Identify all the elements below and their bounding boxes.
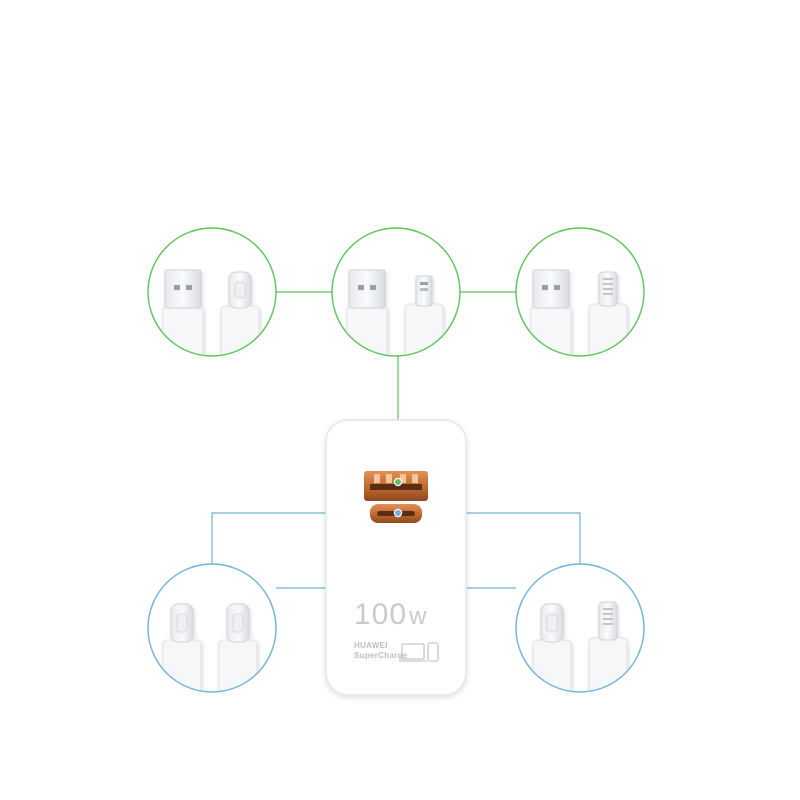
usb-a-icon xyxy=(346,269,388,355)
cable-option-usb-c-to-lightning xyxy=(515,563,645,693)
usb-a-icon xyxy=(162,269,204,355)
charger-body xyxy=(325,419,467,696)
usb-c-port-dot xyxy=(393,508,403,518)
cable-option-usb-a-to-micro-usb xyxy=(331,227,461,357)
cable-option-usb-a-to-usb-c xyxy=(147,227,277,357)
usb-a-port-dot xyxy=(393,477,403,487)
cable-option-usb-c-to-usb-c xyxy=(147,563,277,693)
usb-a-port xyxy=(364,471,428,501)
charger xyxy=(325,419,467,696)
usb-a-icon xyxy=(530,269,572,355)
cable-option-usb-a-to-lightning xyxy=(515,227,645,357)
laptop-phone-icon xyxy=(399,642,439,662)
